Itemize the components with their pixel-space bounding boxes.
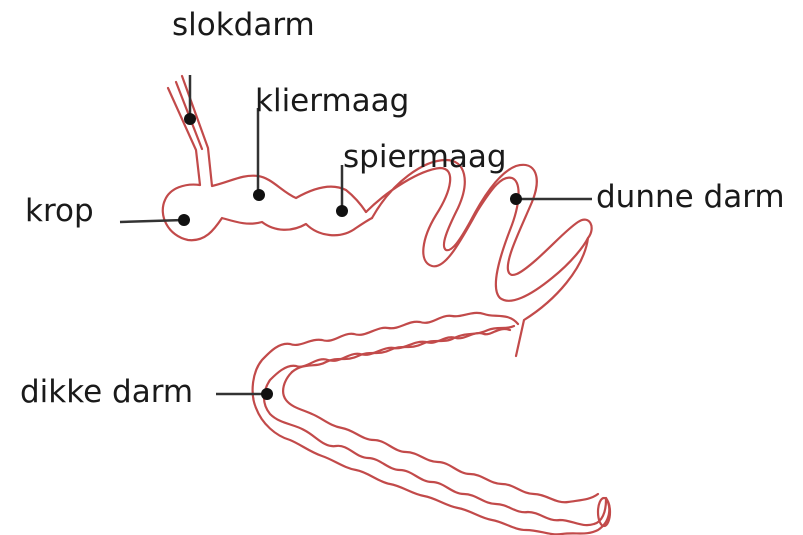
dot-slokdarm	[184, 113, 196, 125]
label-dikke-darm: dikke darm	[20, 377, 193, 408]
dot-krop	[178, 214, 190, 226]
label-spiermaag: spiermaag	[343, 142, 507, 173]
large-intestine-outline	[253, 313, 610, 535]
label-kliermaag: kliermaag	[255, 86, 409, 117]
label-krop: krop	[25, 196, 94, 227]
label-dunne-darm: dunne darm	[596, 182, 785, 213]
dot-spiermaag	[336, 205, 348, 217]
leader-krop	[120, 220, 184, 222]
dot-kliermaag	[253, 189, 265, 201]
label-slokdarm: slokdarm	[172, 10, 315, 41]
dot-dikke-darm	[261, 388, 273, 400]
dot-dunne-darm	[510, 193, 522, 205]
